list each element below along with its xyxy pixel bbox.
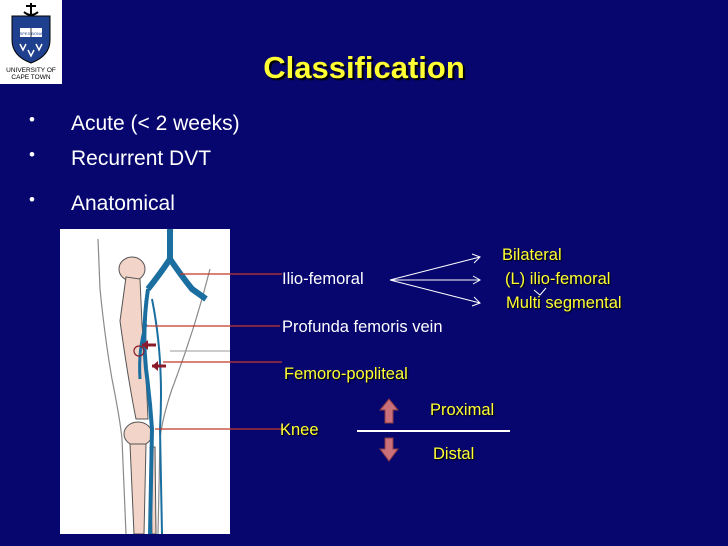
label-ilio-femoral: Ilio-femoral bbox=[282, 270, 364, 288]
crest-motto: SPES BONA bbox=[19, 31, 42, 36]
label-proximal: Proximal bbox=[430, 401, 495, 419]
bullet-text: Recurrent DVT bbox=[71, 147, 212, 170]
label-l-ilio-femoral: (L) ilio-femoral bbox=[505, 270, 611, 288]
label-profunda-femoris-vein: Profunda femoris vein bbox=[282, 318, 443, 336]
arrow-up-icon bbox=[378, 398, 400, 424]
university-logo: SPES BONA UNIVERSITY OF CAPE TOWN bbox=[0, 0, 62, 84]
label-knee: Knee bbox=[280, 421, 319, 439]
bullet-dot-icon: • bbox=[29, 145, 35, 164]
slide-title: Classification bbox=[263, 50, 465, 85]
crest-icon: SPES BONA bbox=[11, 3, 51, 64]
label-bilateral: Bilateral bbox=[502, 246, 562, 264]
logo-line-2: CAPE TOWN bbox=[11, 74, 51, 81]
label-femoro-popliteal: Femoro-popliteal bbox=[284, 365, 408, 383]
bullet-text: Anatomical bbox=[71, 192, 175, 215]
bullet-dot-icon: • bbox=[29, 110, 35, 129]
bullet-dot-icon: • bbox=[29, 190, 35, 209]
label-distal: Distal bbox=[433, 445, 475, 463]
label-multi-segmental: Multi segmental bbox=[506, 294, 622, 312]
leg-vein-diagram bbox=[60, 229, 230, 535]
logo-line-1: UNIVERSITY OF bbox=[6, 67, 56, 74]
bullet-text: Acute (< 2 weeks) bbox=[71, 112, 240, 135]
arrow-down-icon bbox=[379, 437, 399, 462]
leg-anatomy-illustration bbox=[97, 229, 230, 535]
